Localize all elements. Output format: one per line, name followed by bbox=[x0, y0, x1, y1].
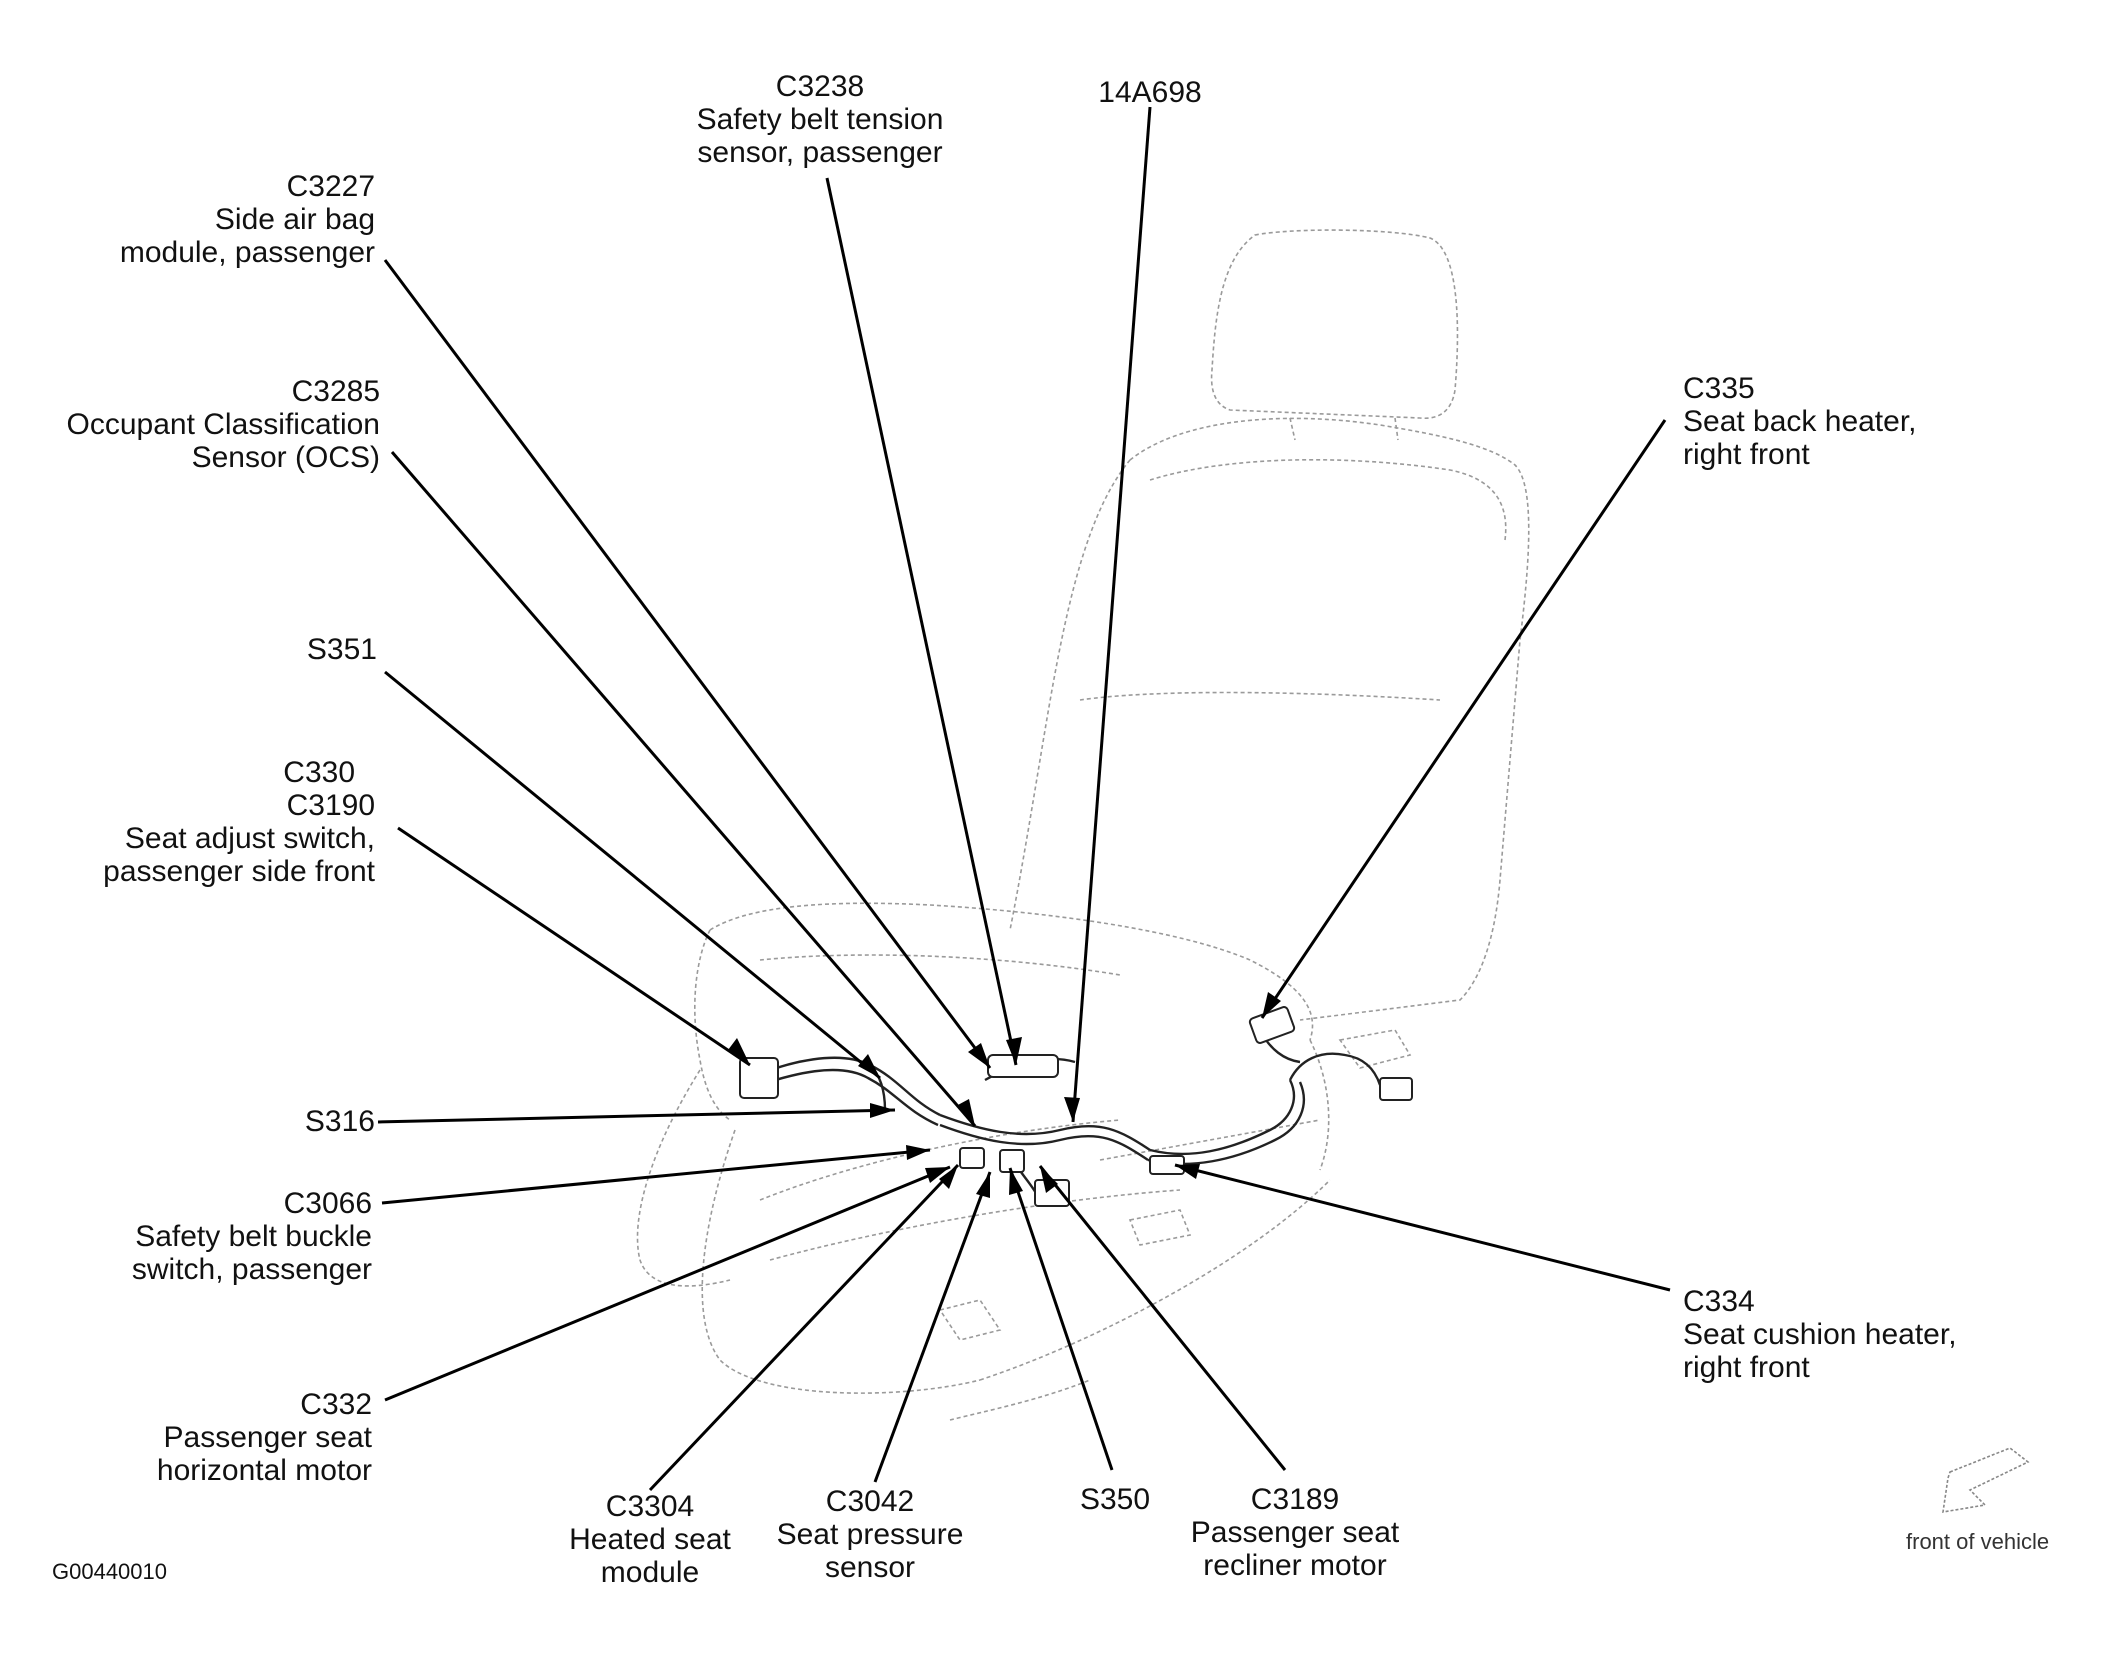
label-s350-code: S350 bbox=[1079, 1483, 1151, 1516]
label-c3189-desc2: recliner motor bbox=[1203, 1549, 1387, 1582]
label-14a698: 14A698 bbox=[1090, 76, 1210, 109]
label-s316: S316 bbox=[240, 1105, 375, 1138]
label-c335-desc1: Seat back heater, bbox=[1683, 405, 1917, 438]
label-c335: C335 Seat back heater, right front bbox=[1683, 372, 1983, 471]
label-c3285-code: C3285 bbox=[291, 375, 380, 408]
figure-id: G00440010 bbox=[52, 1560, 167, 1584]
label-c3227: C3227 Side air bag module, passenger bbox=[60, 170, 375, 269]
label-c3238-code: C3238 bbox=[775, 70, 865, 103]
label-c332: C332 Passenger seat horizontal motor bbox=[80, 1388, 372, 1487]
wiring-harness bbox=[744, 1029, 1382, 1201]
figure-id-text: G00440010 bbox=[52, 1559, 167, 1584]
label-c330-c3190: C330 C3190 Seat adjust switch, passenger… bbox=[40, 756, 375, 888]
label-c3285-desc2: Sensor (OCS) bbox=[191, 441, 380, 474]
label-c334: C334 Seat cushion heater, right front bbox=[1683, 1285, 1983, 1384]
label-c334-desc2: right front bbox=[1683, 1351, 1810, 1384]
seat-outline bbox=[636, 229, 1530, 1421]
label-c3285: C3285 Occupant Classification Sensor (OC… bbox=[20, 375, 380, 474]
connectors bbox=[739, 1006, 1413, 1207]
label-c3190-code: C3190 bbox=[286, 789, 375, 822]
label-c335-desc2: right front bbox=[1683, 438, 1810, 471]
label-c3066: C3066 Safety belt buckle switch, passeng… bbox=[60, 1187, 372, 1286]
label-c3227-desc2: module, passenger bbox=[119, 236, 375, 269]
front-of-vehicle-text: front of vehicle bbox=[1906, 1529, 2050, 1554]
label-c3042: C3042 Seat pressure sensor bbox=[760, 1485, 980, 1584]
label-c3042-code: C3042 bbox=[825, 1485, 915, 1518]
label-c3304: C3304 Heated seat module bbox=[540, 1490, 760, 1589]
label-c332-code: C332 bbox=[300, 1388, 372, 1421]
label-c330-desc1: Seat adjust switch, bbox=[124, 822, 375, 855]
label-c3304-code: C3304 bbox=[605, 1490, 695, 1523]
leader-lines bbox=[377, 106, 1671, 1492]
label-c334-desc1: Seat cushion heater, bbox=[1683, 1318, 1957, 1351]
label-c332-desc1: Passenger seat bbox=[163, 1421, 372, 1454]
label-14a698-code: 14A698 bbox=[1098, 76, 1202, 109]
label-c3042-desc2: sensor bbox=[824, 1551, 916, 1584]
label-c3238-desc1: Safety belt tension bbox=[696, 103, 944, 136]
label-c3189-code: C3189 bbox=[1250, 1483, 1340, 1516]
label-c3066-desc2: switch, passenger bbox=[131, 1253, 372, 1286]
label-c3189-desc1: Passenger seat bbox=[1190, 1516, 1400, 1549]
label-s351: S351 bbox=[240, 633, 377, 666]
label-c332-desc2: horizontal motor bbox=[156, 1454, 372, 1487]
label-c334-code: C334 bbox=[1683, 1285, 1755, 1318]
label-c335-code: C335 bbox=[1683, 372, 1755, 405]
label-c3189: C3189 Passenger seat recliner motor bbox=[1170, 1483, 1420, 1582]
label-c3066-code: C3066 bbox=[283, 1187, 372, 1220]
label-c3304-desc1: Heated seat bbox=[569, 1523, 731, 1556]
label-c3238: C3238 Safety belt tension sensor, passen… bbox=[680, 70, 960, 169]
label-c3227-desc1: Side air bag bbox=[214, 203, 375, 236]
label-c3285-desc1: Occupant Classification bbox=[66, 408, 380, 441]
label-c3304-desc2: module bbox=[600, 1556, 700, 1589]
front-of-vehicle-arrow-icon bbox=[1942, 1447, 2030, 1513]
label-s351-code: S351 bbox=[306, 633, 377, 666]
arrowheads bbox=[728, 992, 1281, 1198]
label-c3066-desc1: Safety belt buckle bbox=[135, 1220, 372, 1253]
label-c330-code: C330 bbox=[283, 756, 355, 789]
label-c3238-desc2: sensor, passenger bbox=[697, 136, 943, 169]
label-s316-code: S316 bbox=[304, 1105, 375, 1138]
front-of-vehicle-label: front of vehicle bbox=[1906, 1530, 2049, 1554]
label-s350: S350 bbox=[1060, 1483, 1170, 1516]
label-c3227-code: C3227 bbox=[286, 170, 375, 203]
label-c3042-desc1: Seat pressure bbox=[776, 1518, 964, 1551]
label-c330-desc2: passenger side front bbox=[103, 855, 375, 888]
